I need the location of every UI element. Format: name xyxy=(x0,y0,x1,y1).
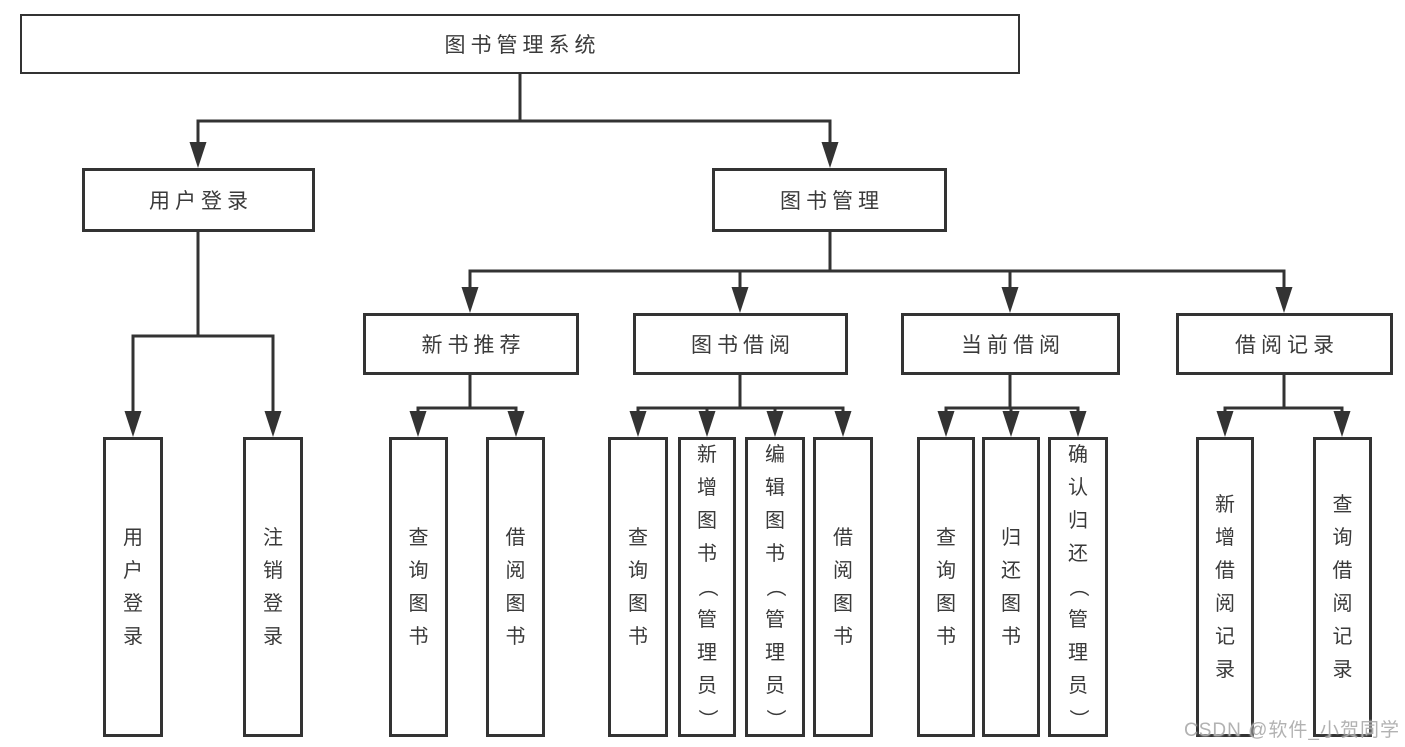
arrow-down-icon xyxy=(1333,411,1351,437)
leaf-bb-borrow-books: 借阅图书 xyxy=(813,437,873,737)
leaf-cb-confirm-return-admin: 确认归还（管理员） xyxy=(1048,437,1108,737)
node-book-management: 图书管理 xyxy=(712,168,947,232)
arrow-down-icon xyxy=(731,287,749,313)
arrow-down-icon xyxy=(937,411,955,437)
arrow-down-icon xyxy=(1001,287,1019,313)
leaf-nb-borrow-books-label: 借阅图书 xyxy=(505,526,526,648)
node-book-borrowing-label: 图书借阅 xyxy=(691,334,795,357)
node-current-borrowing-label: 当前借阅 xyxy=(961,334,1065,357)
leaf-user-login: 用户登录 xyxy=(103,437,163,737)
leaf-br-add-borrow-record: 新增借阅记录 xyxy=(1196,437,1254,737)
node-book-borrowing: 图书借阅 xyxy=(633,313,848,375)
arrow-down-icon xyxy=(461,287,479,313)
leaf-logout-login: 注销登录 xyxy=(243,437,303,737)
leaf-cb-query-books: 查询图书 xyxy=(917,437,975,737)
leaf-bb-borrow-books-label: 借阅图书 xyxy=(833,526,853,648)
node-root: 图书管理系统 xyxy=(20,14,1020,74)
arrow-down-icon xyxy=(124,411,142,437)
arrow-down-icon xyxy=(834,411,852,437)
node-new-book-recommend-label: 新书推荐 xyxy=(421,334,526,357)
arrow-down-icon xyxy=(629,411,647,437)
arrow-down-icon xyxy=(821,142,839,168)
arrow-down-icon xyxy=(1069,411,1087,437)
leaf-logout-login-label: 注销登录 xyxy=(263,526,283,648)
arrow-down-icon xyxy=(1216,411,1234,437)
leaf-bb-query-books: 查询图书 xyxy=(608,437,668,737)
leaf-bb-query-books-label: 查询图书 xyxy=(628,526,648,648)
node-book-management-label: 图书管理 xyxy=(780,190,884,213)
arrow-down-icon xyxy=(766,411,784,437)
node-new-book-recommend: 新书推荐 xyxy=(363,313,579,375)
arrow-down-icon xyxy=(698,411,716,437)
arrow-down-icon xyxy=(189,142,207,168)
node-user-login: 用户登录 xyxy=(82,168,315,232)
leaf-cb-confirm-return-admin-label: 确认归还（管理员） xyxy=(1067,444,1089,729)
leaf-br-query-borrow-record-label: 查询借阅记录 xyxy=(1332,493,1353,681)
csdn-watermark: CSDN @软件_小贺同学 xyxy=(1184,720,1400,741)
arrow-down-icon xyxy=(264,411,282,437)
leaf-br-query-borrow-record: 查询借阅记录 xyxy=(1313,437,1372,737)
arrow-down-icon xyxy=(1275,287,1293,313)
leaf-cb-query-books-label: 查询图书 xyxy=(936,526,956,648)
leaf-bb-edit-books-admin-label: 编辑图书（管理员） xyxy=(764,444,786,729)
node-root-label: 图书管理系统 xyxy=(444,34,601,57)
node-current-borrowing: 当前借阅 xyxy=(901,313,1120,375)
node-user-login-label: 用户登录 xyxy=(149,190,253,213)
node-borrowing-records: 借阅记录 xyxy=(1176,313,1393,375)
leaf-br-add-borrow-record-label: 新增借阅记录 xyxy=(1215,493,1235,681)
leaf-cb-return-books: 归还图书 xyxy=(982,437,1040,737)
leaf-nb-query-books: 查询图书 xyxy=(389,437,448,737)
leaf-nb-borrow-books: 借阅图书 xyxy=(486,437,545,737)
leaf-bb-edit-books-admin: 编辑图书（管理员） xyxy=(745,437,805,737)
leaf-nb-query-books-label: 查询图书 xyxy=(408,526,429,648)
arrow-down-icon xyxy=(409,411,427,437)
leaf-bb-add-books-admin: 新增图书（管理员） xyxy=(678,437,736,737)
node-borrowing-records-label: 借阅记录 xyxy=(1235,334,1339,357)
arrow-down-icon xyxy=(1002,411,1020,437)
arrow-down-icon xyxy=(507,411,525,437)
leaf-cb-return-books-label: 归还图书 xyxy=(1001,526,1021,648)
leaf-user-login-label: 用户登录 xyxy=(123,526,143,648)
leaf-bb-add-books-admin-label: 新增图书（管理员） xyxy=(696,444,718,729)
